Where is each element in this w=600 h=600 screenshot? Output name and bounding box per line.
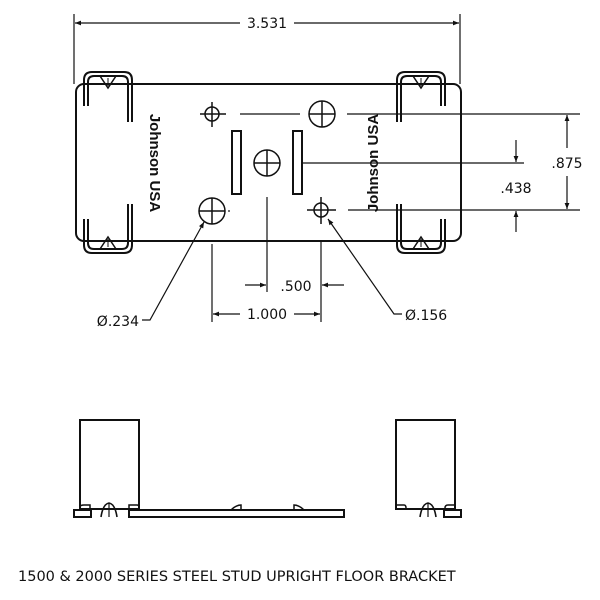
side-base-right-foot — [443, 509, 462, 518]
corner-tab-bottom-left — [83, 204, 133, 254]
dim-vertical-half: .438 — [500, 181, 531, 197]
side-upright-left — [79, 419, 140, 510]
corner-tab-bottom-right — [396, 204, 446, 254]
dimension-lines — [73, 14, 580, 322]
slot-left — [231, 130, 242, 195]
dim-center-offset: .500 — [280, 279, 311, 295]
dim-overall-width: 3.531 — [247, 16, 287, 32]
dim-large-hole-diameter: Ø.234 — [97, 314, 139, 330]
slot-right — [292, 130, 303, 195]
hole-large-top-right — [308, 100, 336, 128]
side-view — [73, 419, 462, 518]
hole-small-bottom-right — [307, 197, 336, 224]
side-upright-right — [395, 419, 456, 510]
corner-tab-top-left — [83, 71, 133, 122]
brand-text-left: Johnson USA — [146, 114, 163, 213]
drawing-title: 1500 & 2000 SERIES STEEL STUD UPRIGHT FL… — [18, 569, 456, 585]
hole-large-center — [253, 149, 281, 177]
side-base-plate — [128, 509, 345, 518]
dim-vertical-outer: .875 — [551, 156, 582, 172]
hole-large-bottom-left — [198, 197, 226, 225]
hole-small-top-left — [200, 102, 226, 127]
dim-small-hole-diameter: Ø.156 — [405, 308, 447, 324]
dim-hole-spacing: 1.000 — [247, 307, 287, 323]
corner-tab-top-right — [396, 71, 446, 122]
top-view — [75, 71, 462, 254]
side-base-left-foot — [73, 509, 92, 518]
